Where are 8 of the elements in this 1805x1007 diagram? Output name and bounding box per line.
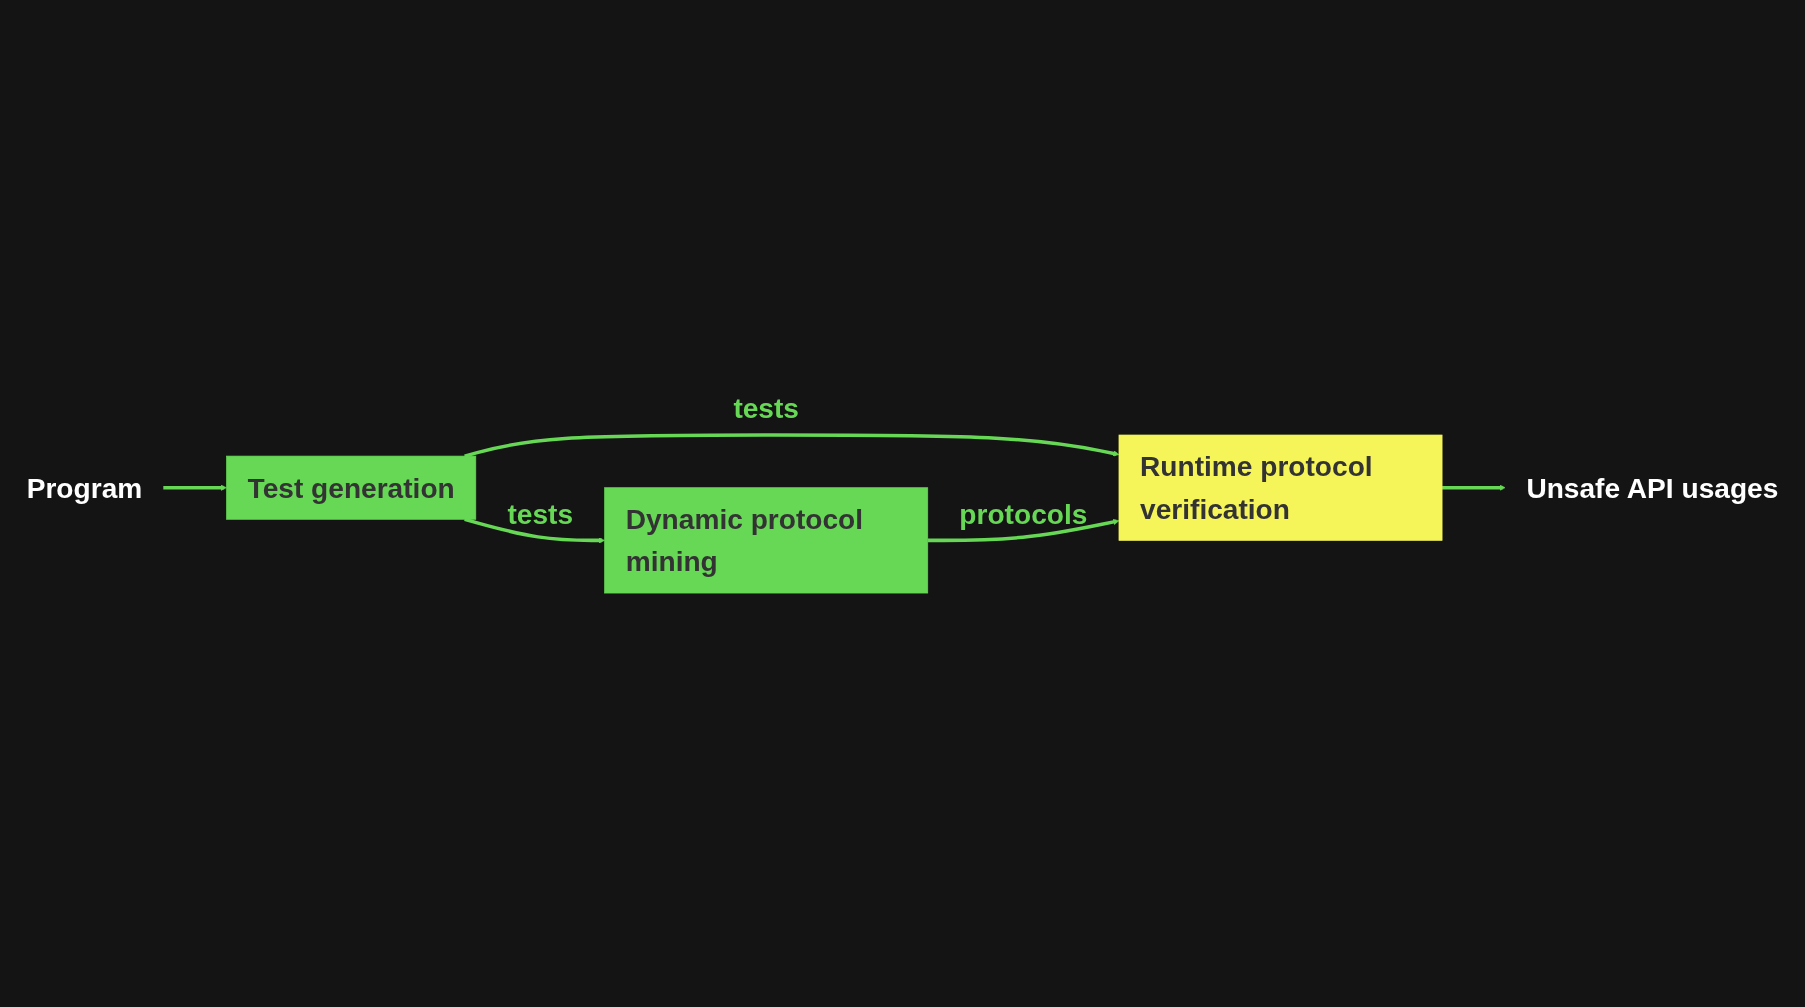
process-box: Runtime protocol verification	[1118, 434, 1443, 541]
edge-label: tests	[507, 498, 573, 530]
edge-label: tests	[733, 392, 799, 424]
text-label: Unsafe API usages	[1526, 472, 1779, 504]
process-box: Test generation	[226, 455, 477, 520]
edge-label: protocols	[959, 498, 1088, 530]
process-box: Dynamic protocol mining	[604, 487, 929, 594]
text-label: Program	[26, 472, 143, 504]
